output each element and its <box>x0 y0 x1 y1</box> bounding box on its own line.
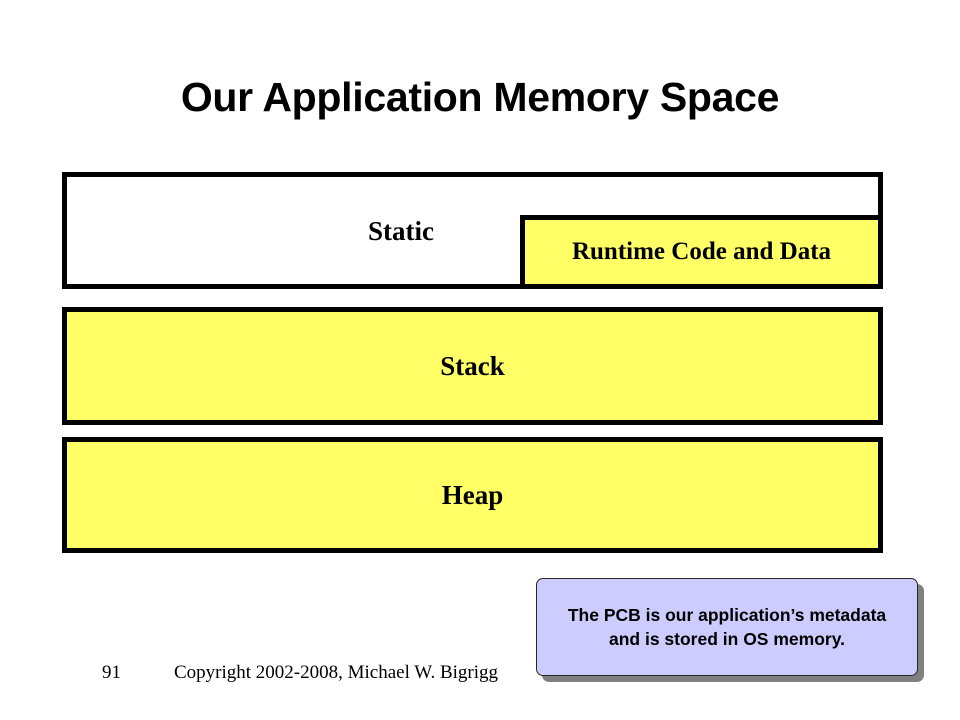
memory-block-static-label: Static <box>368 215 434 246</box>
copyright-notice: Copyright 2002-2008, Michael W. Bigrigg <box>174 662 499 683</box>
callout-body: The PCB is our application’s metadata an… <box>536 578 918 676</box>
slide-number: 91 <box>102 662 121 683</box>
callout-text: The PCB is our application’s metadata an… <box>567 605 887 649</box>
memory-block-runtime-label: Runtime Code and Data <box>571 238 832 265</box>
memory-block-heap-label: Heap <box>441 480 504 510</box>
callout-note: The PCB is our application’s metadata an… <box>536 578 924 682</box>
memory-block-heap: Heap <box>62 437 883 553</box>
memory-block-stack-label: Stack <box>440 351 505 381</box>
page-title: Our Application Memory Space <box>180 74 780 120</box>
memory-block-stack: Stack <box>62 307 883 425</box>
memory-block-runtime-code-and-data: Runtime Code and Data <box>520 215 883 289</box>
